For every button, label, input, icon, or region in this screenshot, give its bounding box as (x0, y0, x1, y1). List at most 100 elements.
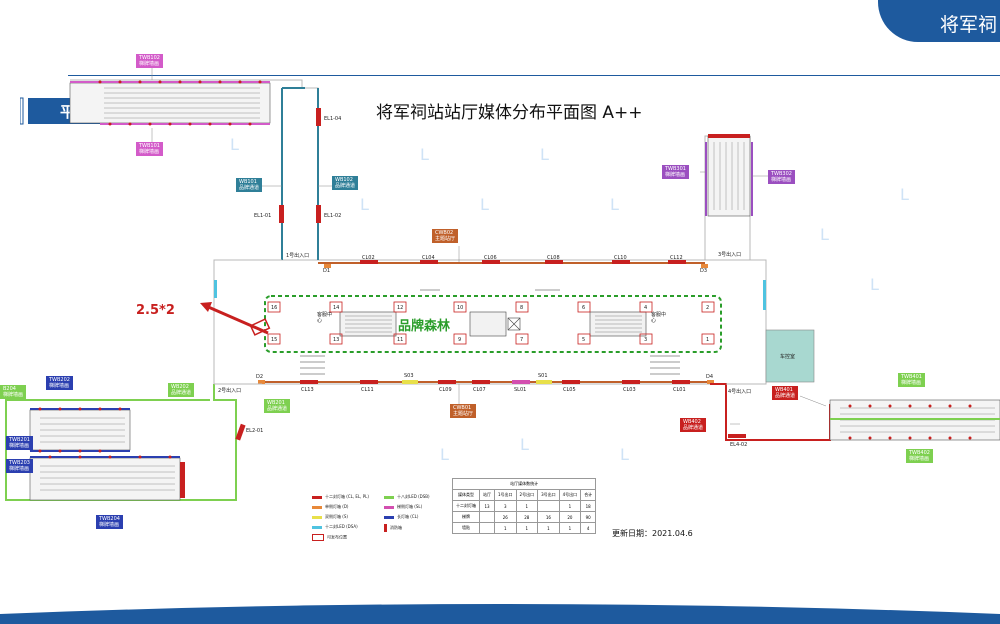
label-service-left: 客服中心 (317, 312, 333, 324)
legend-item: 十二封灯箱 (CL, EL, PL) (312, 494, 369, 500)
stats-cell: 1 (515, 500, 539, 512)
label-sl01: SL01 (514, 387, 527, 393)
stats-cell: 十二封灯箱 (452, 500, 480, 512)
box-number: 16 (271, 305, 278, 311)
stats-cell: 1 (558, 500, 582, 512)
stats-header: 合计 (580, 489, 597, 501)
label-el4-02: EL4-02 (730, 442, 748, 448)
label-cl10: CL10 (614, 255, 627, 261)
numbered-box-frames (267, 301, 715, 345)
stats-cell: 13 (479, 500, 495, 512)
label-cl01: CL01 (673, 387, 686, 393)
label-exit3: 3号出入口 (718, 252, 742, 258)
brand-forest-label: 品牌森林 (398, 319, 451, 334)
bottom-row-boxes (300, 380, 690, 384)
stats-cell: 1 (558, 522, 582, 534)
label-d2: D2 (256, 374, 264, 380)
legend-item: 双侧灯箱 (S) (312, 514, 348, 520)
label-cl09: CL09 (439, 387, 452, 393)
station-title: 将军祠 (940, 14, 998, 36)
box-number: 2 (706, 305, 710, 311)
stats-cell: 26 (494, 511, 517, 523)
stats-header: 站厅 (479, 489, 495, 501)
label-s01: S01 (538, 373, 548, 379)
legend-item: 十八封LED (DSB) (384, 494, 430, 500)
label-exit4: 4号出入口 (728, 389, 752, 395)
box-number: 6 (582, 305, 586, 311)
exit3-escalator-block (707, 135, 751, 217)
legend-item: 长灯箱 (CL) (384, 514, 418, 520)
legend-item: 消防箱 (384, 524, 402, 532)
label-cl13: CL13 (301, 387, 314, 393)
update-date: 更新日期：2021.04.6 (612, 529, 693, 538)
legend-item: 十二封LED (DSA) (312, 524, 358, 530)
label-el1-01: EL1-01 (254, 213, 272, 219)
svg-text:L: L (540, 145, 549, 164)
label-cl02: CL02 (362, 255, 375, 261)
stats-header: 媒体类型 (452, 489, 480, 501)
legend-item: 单侧灯箱 (D) (312, 504, 348, 510)
legend-item: 可发布位置 (312, 534, 347, 541)
table-row: 墙贴 1 1 1 1 4 (452, 522, 597, 534)
svg-text:L: L (440, 445, 449, 464)
label-cl12: CL12 (670, 255, 683, 261)
stats-header: 1号出口 (494, 489, 517, 501)
label-exit2: 2号出入口 (218, 388, 242, 394)
header-divider (68, 75, 1000, 76)
box-number: 4 (644, 305, 648, 311)
diagram-title: 将军祠站站厅媒体分布平面图 A++ (376, 103, 643, 123)
box-number: 9 (458, 337, 462, 343)
box-number: 10 (457, 305, 464, 311)
label-control-room: 车控室 (780, 354, 796, 360)
stats-cell: 墙贴 (452, 522, 480, 534)
stats-cell (479, 511, 495, 523)
svg-text:L: L (620, 445, 629, 464)
stats-cell: 梯牌 (452, 511, 480, 523)
label-cl08: CL08 (547, 255, 560, 261)
box-number: 15 (271, 337, 278, 343)
footer-wave (0, 604, 1000, 624)
box-number: 14 (333, 305, 340, 311)
label-service-right: 客服中心 (651, 312, 667, 324)
svg-text:L: L (870, 275, 879, 294)
svg-text:L: L (520, 435, 529, 454)
box-number: 1 (706, 337, 710, 343)
table-row: 梯牌 26 28 16 20 90 (452, 511, 597, 523)
label-cl04: CL04 (422, 255, 435, 261)
svg-text:L: L (820, 225, 829, 244)
svg-text:L: L (610, 195, 619, 214)
label-cl05: CL05 (563, 387, 576, 393)
dimension-arrow (205, 304, 269, 335)
legend-item: 梯侧灯箱 (SL) (384, 504, 422, 510)
stats-cell: 1 (494, 522, 517, 534)
stats-header: 4号出口 (558, 489, 582, 501)
stats-cell: 16 (537, 511, 560, 523)
stats-cell (537, 500, 560, 512)
svg-text:L: L (480, 195, 489, 214)
label-s03: S03 (404, 373, 414, 379)
stats-cell: 4 (580, 522, 597, 534)
brand-forest-zone (264, 295, 722, 353)
label-el1-04: EL1-04 (324, 116, 342, 122)
stats-cell: 28 (515, 511, 539, 523)
label-cl07: CL07 (473, 387, 486, 393)
media-stats-table: 站厅媒体数统计 媒体类型 站厅 1号出口 2号出口 3号出口 4号出口 合计 十… (451, 478, 597, 534)
label-el1-02: EL1-02 (324, 213, 342, 219)
box-number: 5 (582, 337, 586, 343)
